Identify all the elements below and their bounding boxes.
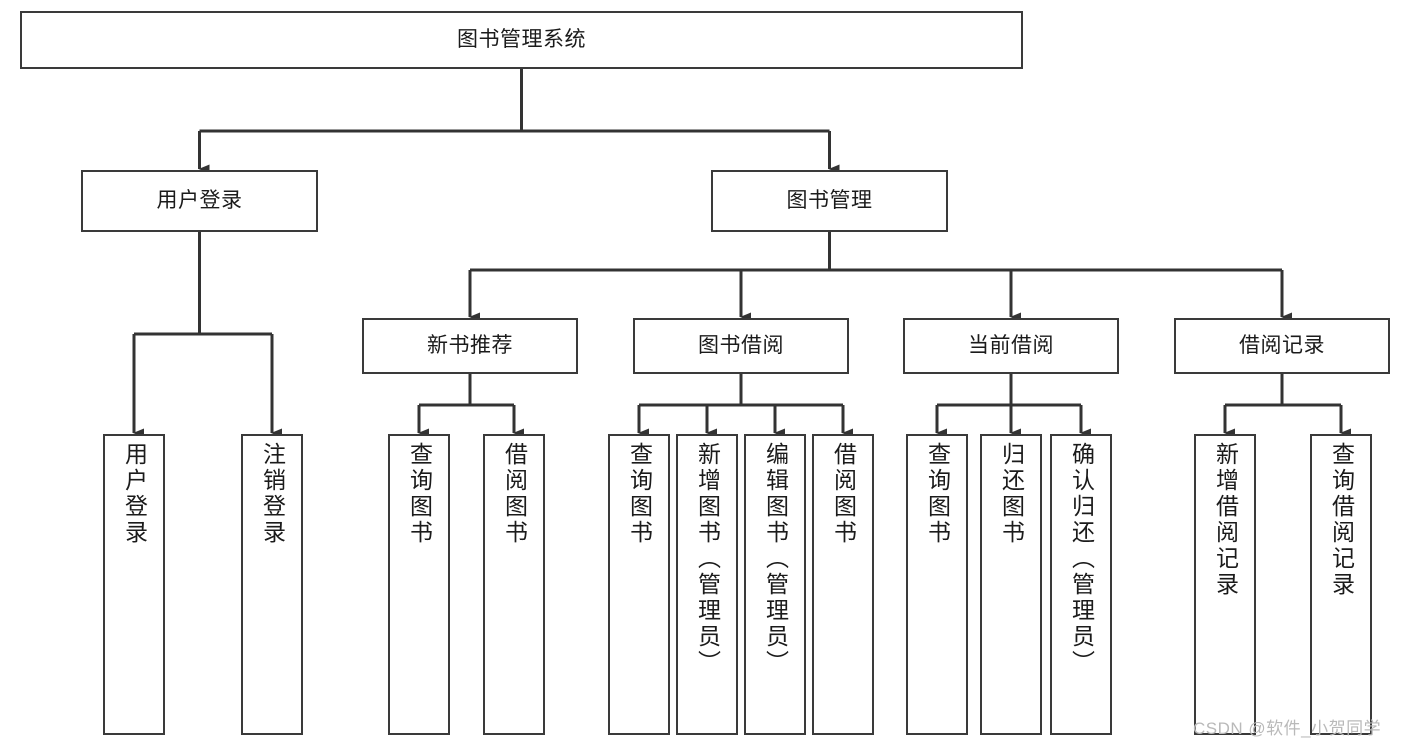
node-leaf-edit-book[interactable]: 编辑图书（管理员） (744, 434, 806, 735)
node-leaf-borrow-book-1[interactable]: 借阅图书 (483, 434, 545, 735)
node-leaf-user-login[interactable]: 用户登录 (103, 434, 165, 735)
node-label-leaf-user-login: 用户登录 (121, 442, 148, 546)
node-label-leaf-borrow-book-1: 借阅图书 (501, 442, 528, 546)
node-root[interactable]: 图书管理系统 (20, 11, 1023, 69)
node-user-login[interactable]: 用户登录 (81, 170, 318, 232)
node-label-leaf-borrow-book-2: 借阅图书 (830, 442, 857, 546)
node-label-book-borrow: 图书借阅 (698, 333, 784, 357)
node-label-user-login: 用户登录 (156, 188, 243, 212)
node-label-leaf-query-book-1: 查询图书 (406, 442, 433, 546)
node-leaf-query-book-1[interactable]: 查询图书 (388, 434, 450, 735)
node-label-leaf-confirm-return: 确认归还（管理员） (1068, 442, 1095, 676)
node-leaf-query-record[interactable]: 查询借阅记录 (1310, 434, 1372, 735)
node-label-leaf-add-record: 新增借阅记录 (1212, 442, 1239, 598)
node-leaf-query-book-3[interactable]: 查询图书 (906, 434, 968, 735)
node-new-book-recommend[interactable]: 新书推荐 (362, 318, 578, 374)
node-current-borrow[interactable]: 当前借阅 (903, 318, 1119, 374)
node-label-leaf-return-book: 归还图书 (998, 442, 1025, 546)
node-label-root: 图书管理系统 (457, 27, 586, 51)
node-label-book-manage: 图书管理 (786, 188, 873, 212)
node-leaf-borrow-book-2[interactable]: 借阅图书 (812, 434, 874, 735)
node-leaf-confirm-return[interactable]: 确认归还（管理员） (1050, 434, 1112, 735)
node-book-manage[interactable]: 图书管理 (711, 170, 948, 232)
node-label-borrow-record: 借阅记录 (1239, 333, 1325, 357)
node-leaf-query-book-2[interactable]: 查询图书 (608, 434, 670, 735)
node-label-current-borrow: 当前借阅 (968, 333, 1054, 357)
node-label-leaf-edit-book: 编辑图书（管理员） (762, 442, 789, 676)
node-leaf-logout[interactable]: 注销登录 (241, 434, 303, 735)
node-label-new-book-recommend: 新书推荐 (427, 333, 513, 357)
node-label-leaf-query-record: 查询借阅记录 (1328, 442, 1355, 598)
node-leaf-return-book[interactable]: 归还图书 (980, 434, 1042, 735)
node-label-leaf-query-book-3: 查询图书 (924, 442, 951, 546)
node-label-leaf-query-book-2: 查询图书 (626, 442, 653, 546)
watermark: CSDN @软件_小贺同学 (1193, 719, 1382, 738)
connector-lines (132, 69, 1351, 438)
node-label-leaf-add-book: 新增图书（管理员） (694, 442, 721, 676)
node-borrow-record[interactable]: 借阅记录 (1174, 318, 1390, 374)
node-book-borrow[interactable]: 图书借阅 (633, 318, 849, 374)
node-leaf-add-book[interactable]: 新增图书（管理员） (676, 434, 738, 735)
node-label-leaf-logout: 注销登录 (259, 442, 286, 546)
node-leaf-add-record[interactable]: 新增借阅记录 (1194, 434, 1256, 735)
